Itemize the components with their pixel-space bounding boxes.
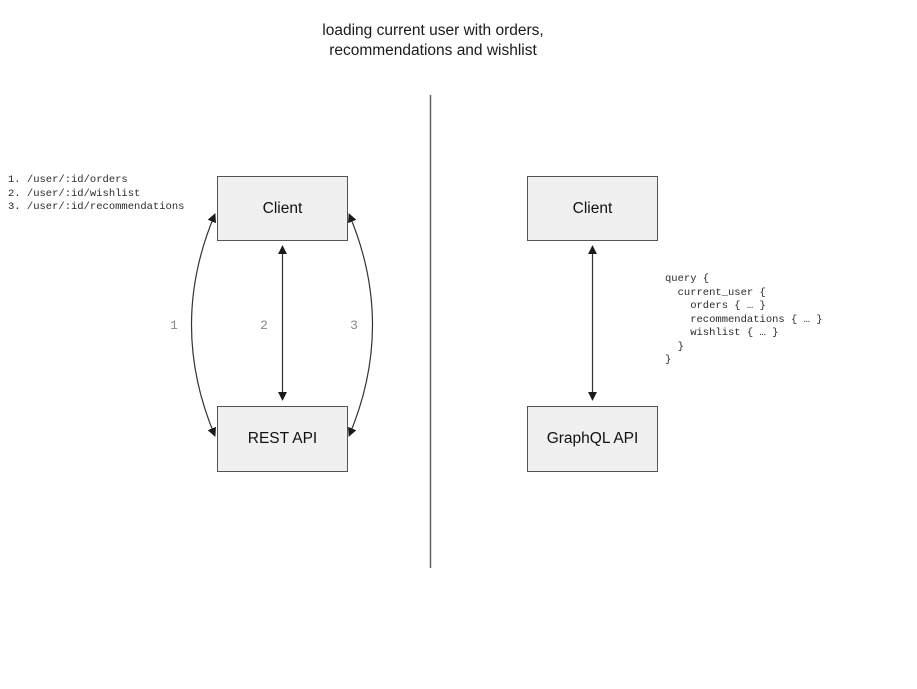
rest-endpoints-list: 1. /user/:id/orders 2. /user/:id/wishlis…: [8, 174, 185, 213]
node-rest-api: REST API: [217, 406, 348, 472]
node-graphql-api: GraphQL API: [527, 406, 658, 472]
node-rest-api-label: REST API: [247, 430, 318, 447]
node-client-right-label: Client: [572, 199, 613, 217]
arrow-label-3: 3: [350, 318, 358, 333]
graphql-query-snippet: query { current_user { orders { … } reco…: [665, 273, 823, 366]
arrow-label-2: 2: [260, 318, 268, 333]
arrow-label-1: 1: [170, 318, 178, 333]
node-graphql-api-label: GraphQL API: [546, 430, 639, 447]
diagram-title: loading current user with orders, recomm…: [322, 22, 544, 59]
arrow-orders-curved-left: [190, 213, 216, 437]
node-client-right: Client: [527, 176, 658, 241]
node-client-left-label: Client: [262, 199, 303, 217]
node-client-left: Client: [217, 176, 348, 241]
